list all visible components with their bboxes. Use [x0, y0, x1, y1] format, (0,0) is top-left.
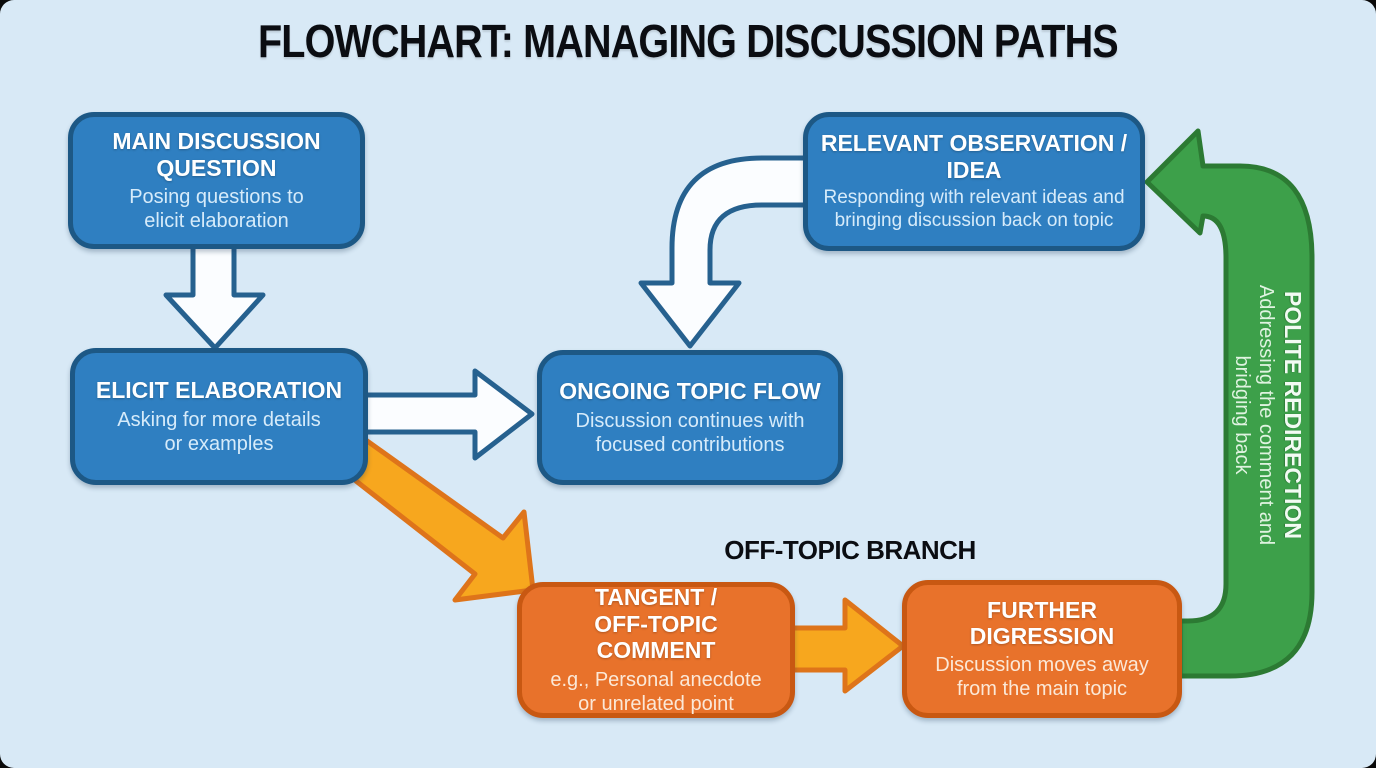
- page-title-text: FLOWCHART: MANAGING DISCUSSION PATHS: [258, 15, 1119, 67]
- polite-redirection-subtitle: Addressing the comment and bridging back: [1231, 284, 1278, 546]
- node-title: RELEVANT OBSERVATION / IDEA: [820, 130, 1128, 183]
- polite-redirection-arrow-icon: [1144, 128, 1315, 679]
- node-subtitle: Responding with relevant ideas and bring…: [823, 187, 1125, 231]
- node-elicit-elaboration: ELICIT ELABORATION Asking for more detai…: [70, 348, 368, 485]
- node-title: TANGENT / OFF-TOPIC COMMENT: [594, 584, 718, 664]
- node-subtitle: e.g., Personal anecdote or unrelated poi…: [550, 668, 762, 715]
- node-further-digression: FURTHER DIGRESSION Discussion moves away…: [902, 580, 1182, 718]
- node-title: ONGOING TOPIC FLOW: [559, 378, 821, 405]
- node-subtitle: Asking for more details or examples: [117, 408, 321, 455]
- polite-redirection-label: POLITE REDIRECTION Addressing the commen…: [1222, 265, 1314, 565]
- down-arrow-icon: [163, 241, 266, 351]
- node-title: FURTHER DIGRESSION: [969, 596, 1115, 649]
- right-arrow-icon: [361, 368, 535, 461]
- node-subtitle: Discussion moves away from the main topi…: [935, 654, 1149, 701]
- node-tangent-offtopic-comment: TANGENT / OFF-TOPIC COMMENT e.g., Person…: [517, 582, 795, 718]
- node-main-discussion-question: MAIN DISCUSSION QUESTION Posing question…: [68, 112, 365, 249]
- node-relevant-observation-idea: RELEVANT OBSERVATION / IDEA Responding w…: [803, 112, 1145, 251]
- page-title: FLOWCHART: MANAGING DISCUSSION PATHS: [0, 14, 1376, 68]
- off-topic-branch-label: OFF-TOPIC BRANCH: [724, 535, 976, 565]
- node-ongoing-topic-flow: ONGOING TOPIC FLOW Discussion continues …: [537, 350, 843, 485]
- node-title: MAIN DISCUSSION QUESTION: [112, 128, 321, 181]
- node-subtitle: Posing questions to elicit elaboration: [129, 185, 304, 232]
- digression-right-arrow-icon: [785, 597, 906, 694]
- node-title: ELICIT ELABORATION: [95, 377, 343, 404]
- node-subtitle: Discussion continues with focused contri…: [575, 409, 805, 456]
- diagonal-offtopic-arrow-icon: [353, 430, 536, 603]
- curved-down-arrow-icon: [638, 155, 813, 349]
- polite-redirection-title: POLITE REDIRECTION: [1279, 291, 1306, 539]
